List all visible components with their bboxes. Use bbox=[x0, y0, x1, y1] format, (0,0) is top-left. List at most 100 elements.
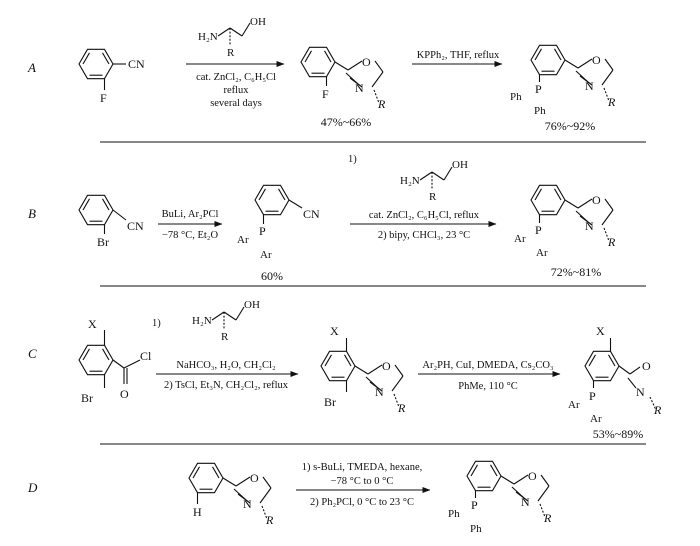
a-int-r: R bbox=[377, 97, 386, 111]
a-int-yield: 47%~66% bbox=[321, 115, 371, 129]
d-prod-ar2: Ph bbox=[470, 523, 482, 535]
a-oh-label: OH bbox=[250, 16, 266, 28]
b-step2-cond-2: 2) bipy, CHCl₃, 23 °C bbox=[378, 230, 470, 241]
d-sm-r: R bbox=[265, 513, 274, 527]
d-prod-n: N bbox=[521, 495, 530, 509]
c-prod-o: O bbox=[642, 359, 651, 373]
a-prod-ar2: Ph bbox=[534, 105, 546, 117]
b-oh-label: OH bbox=[452, 159, 468, 171]
b-prod-ar1: Ar bbox=[514, 233, 526, 245]
c-starting-material: X Cl O Br bbox=[78, 317, 152, 405]
c-step1-cond-1: NaHCO₃, H₂O, CH₂Cl₂ bbox=[176, 360, 276, 371]
row-label-b: B bbox=[28, 206, 36, 221]
d-sm-o: O bbox=[250, 471, 259, 485]
c-step1-cond-2: 2) TsCl, Et₃N, CH₂Cl₂, reflux bbox=[164, 380, 289, 391]
c-prod-x: X bbox=[596, 324, 605, 338]
b-int-cn: CN bbox=[303, 207, 320, 221]
c-int-o: O bbox=[382, 359, 391, 373]
a-int-f-label: F bbox=[322, 87, 329, 101]
a-int-n: N bbox=[355, 81, 364, 95]
b-int-yield: 60% bbox=[261, 269, 283, 283]
c-r-label: R bbox=[221, 331, 229, 343]
c-int-x: X bbox=[330, 324, 339, 338]
c-br-label: Br bbox=[81, 391, 93, 405]
d-product: O N R P Ph Ph bbox=[448, 460, 552, 535]
b-int-ar2: Ar bbox=[260, 249, 272, 261]
b-int-p: P bbox=[259, 224, 266, 238]
b-step1-cond-2: −78 °C, Et₂O bbox=[162, 230, 218, 241]
c-x-label: X bbox=[88, 317, 97, 331]
b-prod-p: P bbox=[535, 223, 542, 237]
c-step2-cond-2: PhMe, 110 °C bbox=[458, 381, 518, 392]
row-label-d: D bbox=[27, 480, 38, 495]
a-intermediate: F O N R bbox=[300, 46, 386, 111]
a-prod-yield: 76%~92% bbox=[545, 119, 595, 133]
b-intermediate: CN P Ar Ar bbox=[237, 184, 320, 261]
d-cond-1: 1) s-BuLi, TMEDA, hexane, bbox=[302, 462, 423, 473]
d-cond-3: 2) Ph₂PCl, 0 °C to 23 °C bbox=[310, 497, 414, 508]
a-step2-cond: KPPh₂, THF, reflux bbox=[417, 50, 500, 61]
c-int-n: N bbox=[375, 385, 384, 399]
c-prod-p: P bbox=[589, 389, 596, 403]
a-r-label: R bbox=[227, 47, 235, 59]
b-prod-ar2: Ar bbox=[536, 247, 548, 259]
c-prod-n: N bbox=[636, 385, 645, 399]
d-prod-ar1: Ph bbox=[448, 508, 460, 520]
b-prod-n: N bbox=[585, 219, 594, 233]
c-int-r: R bbox=[397, 401, 406, 415]
d-prod-p: P bbox=[471, 498, 478, 512]
c-intermediate: X Br O N R bbox=[320, 324, 406, 415]
b-h2n-label: H₂N bbox=[400, 175, 420, 187]
a-int-o: O bbox=[362, 55, 371, 69]
a-prod-o: O bbox=[592, 53, 601, 67]
c-int-br: Br bbox=[324, 395, 336, 409]
c-prod-yield: 53%~89% bbox=[593, 427, 643, 441]
c-h2n-label: H₂N bbox=[192, 315, 212, 327]
row-label-c: C bbox=[28, 346, 37, 361]
a-h2n-label: H₂N bbox=[198, 31, 218, 43]
c-oh-label: OH bbox=[244, 299, 260, 311]
c-step2-cond-1: Ar₂PH, CuI, DMEDA, Cs₂CO₃ bbox=[422, 360, 553, 371]
b-cn-label: CN bbox=[127, 219, 144, 233]
b-step1-cond-1: BuLi, Ar₂PCl bbox=[162, 209, 219, 220]
c-prod-ar1: Ar bbox=[568, 399, 580, 411]
c-o-label: O bbox=[120, 387, 129, 401]
b-step2-num: 1) bbox=[348, 154, 357, 165]
b-br-label: Br bbox=[97, 235, 109, 249]
a-prod-ar1: Ph bbox=[510, 91, 522, 103]
a-step1-cond-2: reflux bbox=[223, 85, 249, 96]
a-cn-label: CN bbox=[128, 57, 145, 71]
b-r-label: R bbox=[429, 191, 437, 203]
b-reagent-aminoalcohol: H₂N OH R bbox=[400, 159, 468, 203]
b-prod-r: R bbox=[607, 235, 616, 249]
b-step2-cond-1: cat. ZnCl₂, C₆H₅Cl, reflux bbox=[369, 210, 480, 221]
d-h-label: H bbox=[193, 505, 202, 519]
a-prod-n: N bbox=[585, 79, 594, 93]
a-prod-r: R bbox=[607, 95, 616, 109]
c-step1-num: 1) bbox=[152, 318, 161, 329]
b-int-ar1: Ar bbox=[237, 234, 249, 246]
c-reagent-aminoalcohol: H₂N OH R bbox=[192, 299, 260, 343]
b-prod-o: O bbox=[592, 193, 601, 207]
a-prod-p: P bbox=[535, 82, 542, 96]
d-starting-material: H O N R bbox=[188, 462, 274, 527]
b-prod-yield: 72%~81% bbox=[551, 265, 601, 279]
a-step1-cond-1: cat. ZnCl₂, C₆H₅Cl bbox=[196, 72, 276, 83]
b-product: O N R P Ar Ar bbox=[514, 184, 616, 259]
a-reagent-aminoalcohol: H₂N OH R bbox=[198, 16, 266, 59]
c-prod-ar2: Ar bbox=[590, 413, 602, 425]
a-product: O N R P Ph Ph bbox=[510, 44, 616, 117]
row-label-a: A bbox=[27, 60, 36, 75]
a-f-label: F bbox=[100, 91, 107, 105]
b-starting-material: CN Br bbox=[78, 194, 144, 249]
d-prod-r: R bbox=[543, 511, 552, 525]
d-cond-2: −78 °C to 0 °C bbox=[331, 476, 394, 487]
a-step1-cond-3: several days bbox=[210, 98, 262, 109]
a-starting-material: CN F bbox=[78, 48, 145, 105]
c-cl-label: Cl bbox=[140, 349, 152, 363]
d-sm-n: N bbox=[243, 497, 252, 511]
c-product: X O N R P Ar Ar bbox=[568, 324, 662, 425]
d-prod-o: O bbox=[528, 469, 537, 483]
c-prod-r: R bbox=[653, 403, 662, 417]
